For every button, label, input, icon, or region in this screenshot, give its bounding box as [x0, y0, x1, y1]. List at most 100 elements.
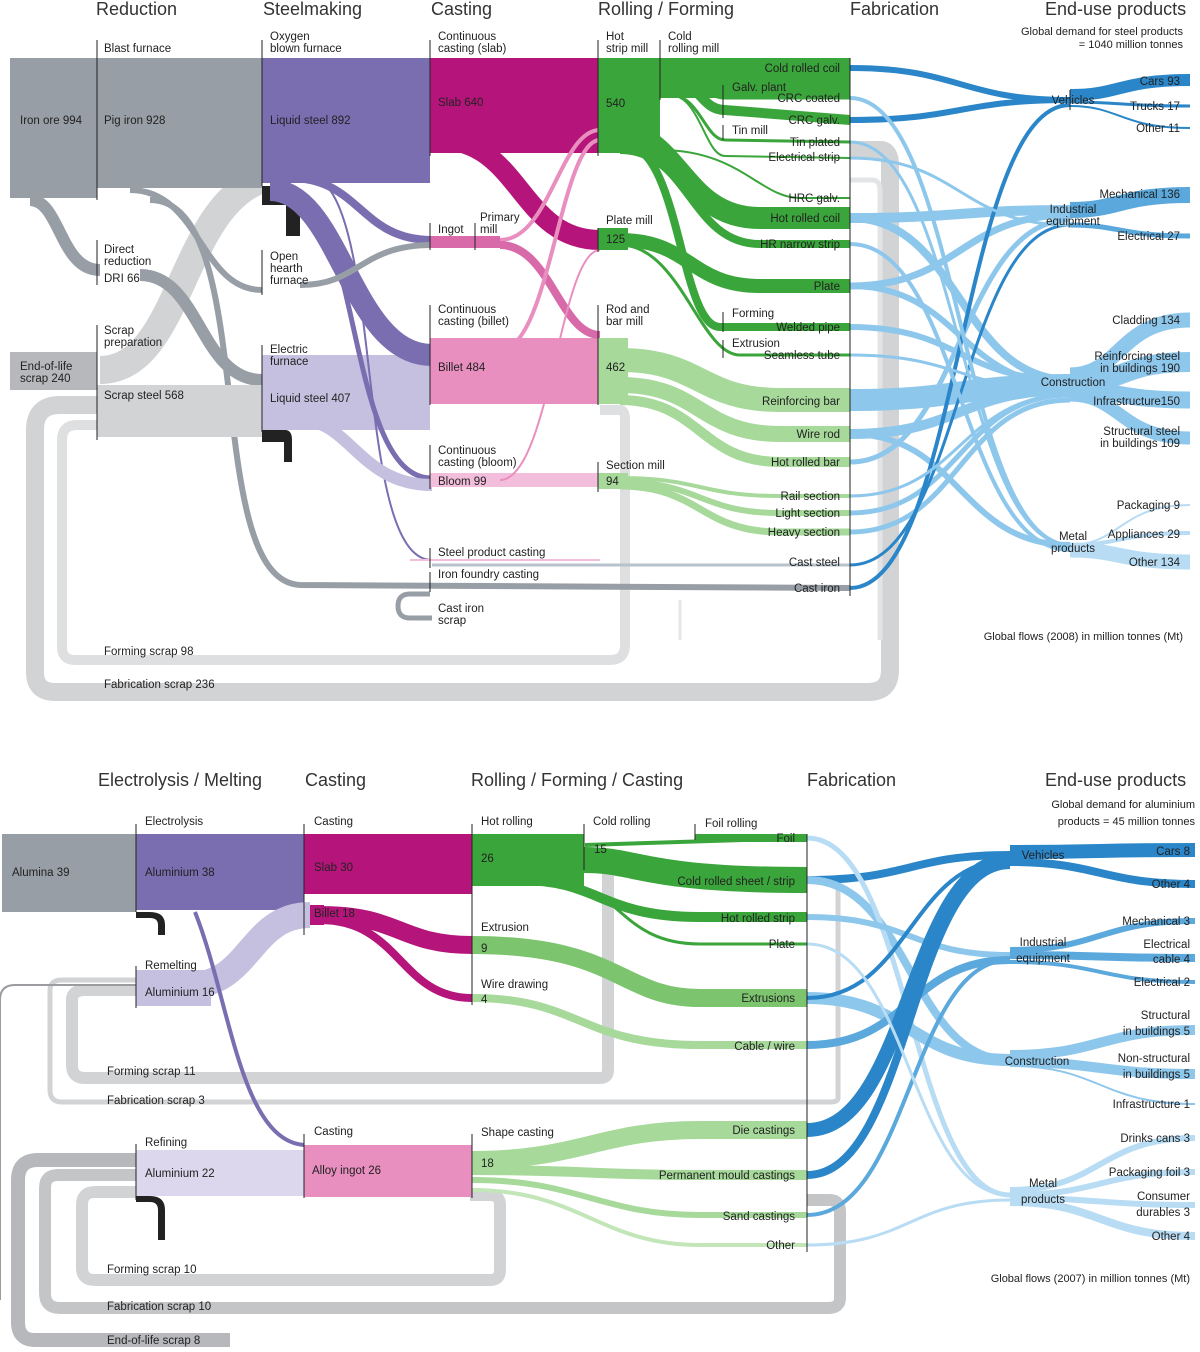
flow-label: Aluminium 16	[145, 987, 215, 999]
flow-industrial-elec	[1069, 222, 1191, 239]
cold-rolled-coil-bar	[730, 60, 850, 76]
enduse-label: cable 4	[1153, 954, 1191, 966]
al-shape-to-other	[471, 1188, 807, 1247]
steel-sector-labels: Vehicles Industrial equipment Constructi…	[1041, 95, 1106, 555]
process-label: Shape casting	[481, 1127, 554, 1139]
process-label: Forming	[732, 308, 774, 320]
al-billet-to-ext	[319, 906, 473, 954]
al-slab-block	[304, 834, 472, 894]
bof-to-ingot	[289, 174, 433, 244]
rod-to-rebar	[619, 348, 850, 412]
product-label: Foil	[776, 833, 795, 845]
al-flow-other-metal	[806, 1198, 1011, 1247]
product-label: Die castings	[732, 1125, 795, 1137]
product-label: Hot rolled bar	[771, 457, 840, 469]
product-label: Plate	[814, 281, 840, 293]
flow-label: 462	[606, 362, 625, 374]
product-label: Hot rolled coil	[770, 213, 840, 225]
plate-to-tube	[619, 243, 850, 357]
flow-vehicles-other	[1069, 105, 1191, 129]
stage-heading: Reduction	[96, 0, 177, 19]
product-label: Other	[766, 1240, 795, 1252]
flow-label: 540	[606, 98, 625, 110]
al-flow-nonstructural	[1009, 1057, 1196, 1079]
flow-label: Iron ore 994	[20, 115, 83, 127]
flow-label: Aluminium 38	[145, 867, 215, 879]
stage-heading: End-use products	[1045, 770, 1186, 790]
process-label: Primary	[480, 212, 520, 224]
process-label: Continuous	[438, 31, 496, 43]
demand-note: = 1040 million tonnes	[1079, 39, 1184, 51]
scrap-to-eaf	[98, 166, 266, 384]
flow-label: Liquid steel 892	[270, 115, 351, 127]
enduse-label: Drinks cans 3	[1120, 1133, 1190, 1145]
process-label: scrap	[438, 615, 466, 627]
process-label: rolling mill	[668, 43, 719, 55]
process-label: Section mill	[606, 460, 665, 472]
process-label: casting (bloom)	[438, 457, 517, 469]
process-label: Casting	[314, 1126, 353, 1138]
flow-label: 15	[594, 844, 607, 856]
sector-label: Metal	[1029, 1178, 1057, 1190]
al-alloy-block	[304, 1145, 472, 1197]
billet-to-plate	[499, 138, 601, 352]
plate-to-plate	[619, 233, 850, 293]
process-label: Steel product casting	[438, 547, 545, 559]
process-label: Extrusion	[732, 338, 780, 350]
product-label: Cable / wire	[734, 1041, 795, 1053]
flow-metal-other	[1069, 542, 1191, 570]
steel-product-bars	[730, 60, 850, 76]
steel-process-labels: Blast furnace Oxygen blown furnace Conti…	[104, 31, 787, 627]
ohf-to-ingot	[299, 242, 433, 288]
rod-to-hrbar	[619, 395, 850, 467]
process-label: mill	[480, 224, 497, 236]
pig-iron-block	[97, 58, 262, 188]
flow-con-structural	[1069, 388, 1191, 445]
process-label: reduction	[104, 256, 151, 268]
flow-label: Forming scrap 98	[104, 646, 193, 658]
process-label: furnace	[270, 356, 308, 368]
enduse-label: Reinforcing steel	[1094, 351, 1180, 363]
hs-to-pipe	[624, 141, 850, 331]
enduse-label: Infrastructure150	[1093, 396, 1180, 408]
cold-to-elec	[669, 94, 851, 159]
sector-label: Industrial	[1050, 204, 1097, 216]
flow-label: 26	[481, 853, 494, 865]
demand-note: Global demand for aluminium	[1051, 799, 1195, 811]
enduse-label: Packaging foil 3	[1109, 1167, 1190, 1179]
flow-tin-metal	[849, 140, 1071, 547]
enduse-label: Other 4	[1152, 1231, 1191, 1243]
sec-to-rail	[619, 476, 850, 498]
steel-stage-headings: Reduction Steelmaking Casting Rolling / …	[96, 0, 1186, 643]
process-label: Tin mill	[732, 125, 768, 137]
al-flow-plate-metal	[806, 942, 1011, 1197]
product-label: Plate	[769, 939, 795, 951]
flow-label: Slab 640	[438, 97, 483, 109]
footnote: Global flows (2007) in million tonnes (M…	[991, 1273, 1190, 1285]
process-label: Ingot	[438, 224, 464, 236]
sec-to-heavy	[619, 482, 850, 536]
demand-note: Global demand for steel products	[1021, 26, 1184, 38]
al-primary-to-alloy	[193, 911, 305, 1147]
al-flow-veh-other	[1009, 858, 1196, 888]
flow-label: Slab 30	[314, 862, 353, 874]
stage-heading: Fabrication	[807, 770, 896, 790]
al-flow-hs-industrial	[806, 914, 1011, 958]
flow-con-cladding	[1069, 312, 1191, 383]
enduse-label: Appliances 29	[1108, 529, 1180, 541]
dri-flow	[28, 194, 101, 276]
steel-node-lines	[96, 40, 1071, 596]
flow-rail-construction	[849, 393, 1071, 498]
dri-to-eaf	[139, 269, 263, 386]
al-stage-headings: Electrolysis / Melting Casting Rolling /…	[98, 770, 1195, 1285]
flow-vehicles-cars	[1069, 74, 1191, 101]
process-label: Oxygen	[270, 31, 310, 43]
eol-scrap-block	[10, 352, 97, 390]
product-label: HR narrow strip	[760, 239, 840, 251]
steel-enduse-labels: Cars 93 Trucks 17 Other 11 Mechanical 13…	[1093, 76, 1181, 569]
al-node-lines	[135, 824, 808, 1252]
al-flow-consumer	[1009, 1195, 1196, 1208]
sector-label: equipment	[1046, 216, 1101, 228]
process-label: Electric	[270, 344, 308, 356]
flow-label: Alumina 39	[12, 867, 70, 879]
